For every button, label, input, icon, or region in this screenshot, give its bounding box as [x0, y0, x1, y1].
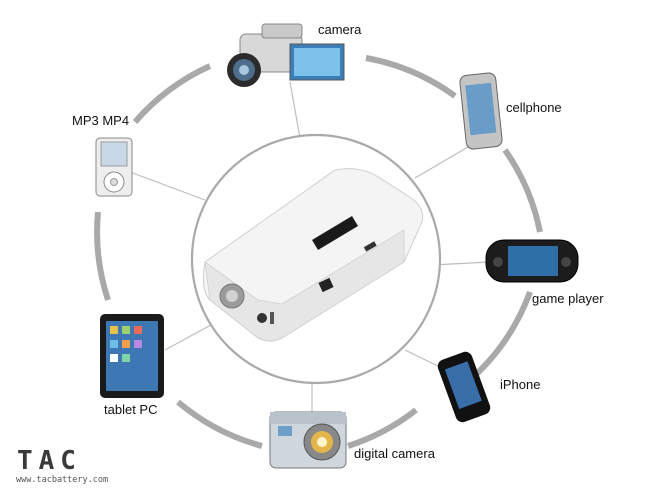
tablet-icon — [100, 314, 164, 398]
power-bank-device — [202, 168, 424, 342]
cellphone-icon — [459, 72, 503, 150]
label-camera: camera — [318, 22, 362, 37]
label-mp3-mp4: MP3 MP4 — [72, 113, 130, 128]
camcorder-icon — [227, 23, 345, 87]
label-tablet-pc: tablet PC — [104, 402, 158, 417]
outer-ring — [94, 55, 543, 449]
brand-logo: TAC www.tacbattery.com — [14, 446, 124, 488]
digital-camera-icon — [269, 411, 347, 469]
brand-url: www.tacbattery.com — [16, 475, 109, 485]
label-digital-camera: digital camera — [354, 446, 435, 461]
label-cellphone: cellphone — [506, 100, 562, 115]
label-iphone: iPhone — [500, 377, 541, 392]
label-game-player: game player — [532, 291, 604, 306]
game-player-icon — [485, 239, 579, 283]
mp3-player-icon — [95, 137, 133, 197]
power-bank-display — [312, 216, 358, 250]
iphone-icon — [437, 351, 491, 423]
brand-logo-text: TAC — [17, 446, 82, 476]
